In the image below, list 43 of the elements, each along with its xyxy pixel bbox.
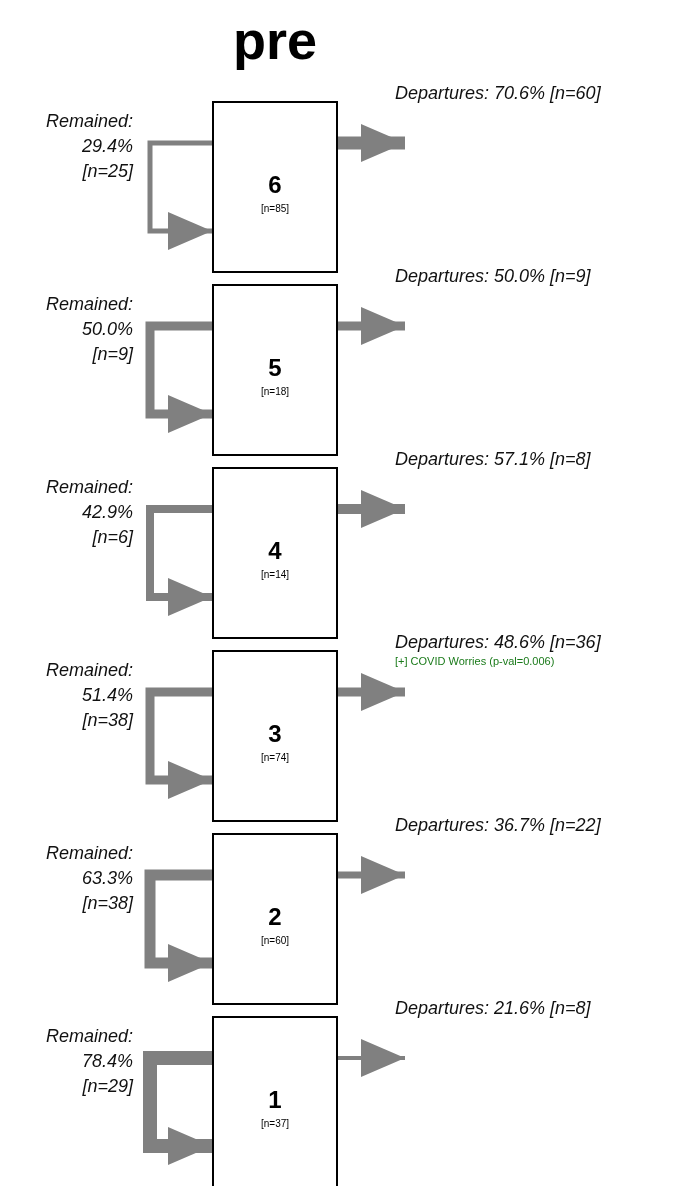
departure-arrow <box>338 673 405 711</box>
edge-label: Departures: 48.6% [n=36] <box>395 631 601 654</box>
count-label: [n=85] <box>259 203 291 215</box>
self-loop-arrow <box>146 505 212 616</box>
state-number: 2 <box>267 905 283 929</box>
self-loop-arrow <box>143 1051 212 1165</box>
state-number: 4 <box>267 539 283 563</box>
edge-label: Remained: 51.4% [n=38] <box>45 659 133 732</box>
diagram-title: pre <box>231 9 318 72</box>
state-number: 1 <box>267 1088 283 1112</box>
state-box <box>212 467 338 639</box>
edge-label: Departures: 70.6% [n=60] <box>395 82 601 105</box>
self-loop-arrow <box>145 687 212 799</box>
self-loop-arrow <box>145 321 212 433</box>
departure-arrow <box>338 307 405 345</box>
state-number: 3 <box>267 722 283 746</box>
edge-label: Departures: 50.0% [n=9] <box>395 265 591 288</box>
state-box <box>212 833 338 1005</box>
edge-label: Remained: 42.9% [n=6] <box>45 476 133 549</box>
state-number: 6 <box>267 173 283 197</box>
edge-label: Remained: 78.4% [n=29] <box>45 1025 133 1098</box>
edge-label: Departures: 36.7% [n=22] <box>395 814 601 837</box>
edge-label: Departures: 57.1% [n=8] <box>395 448 591 471</box>
edge-label: Remained: 29.4% [n=25] <box>45 110 133 183</box>
state-box <box>212 1016 338 1186</box>
edge-label: Remained: 50.0% [n=9] <box>45 293 133 366</box>
state-box <box>212 101 338 273</box>
departure-arrow <box>338 124 405 162</box>
edge-label: Remained: 63.3% [n=38] <box>45 842 133 915</box>
state-number: 5 <box>267 356 283 380</box>
self-loop-arrow <box>147 140 212 250</box>
self-loop-arrow <box>144 869 212 982</box>
count-label: [n=18] <box>259 386 291 398</box>
departure-arrow <box>338 1039 405 1077</box>
annotation-note: [+] COVID Worries (p-val=0.006) <box>395 655 555 667</box>
count-label: [n=14] <box>259 569 291 581</box>
count-label: [n=74] <box>259 752 291 764</box>
edge-label: Departures: 21.6% [n=8] <box>395 997 591 1020</box>
departure-arrow <box>338 490 405 528</box>
count-label: [n=37] <box>259 1118 291 1130</box>
count-label: [n=60] <box>259 935 291 947</box>
state-box <box>212 284 338 456</box>
state-box <box>212 650 338 822</box>
